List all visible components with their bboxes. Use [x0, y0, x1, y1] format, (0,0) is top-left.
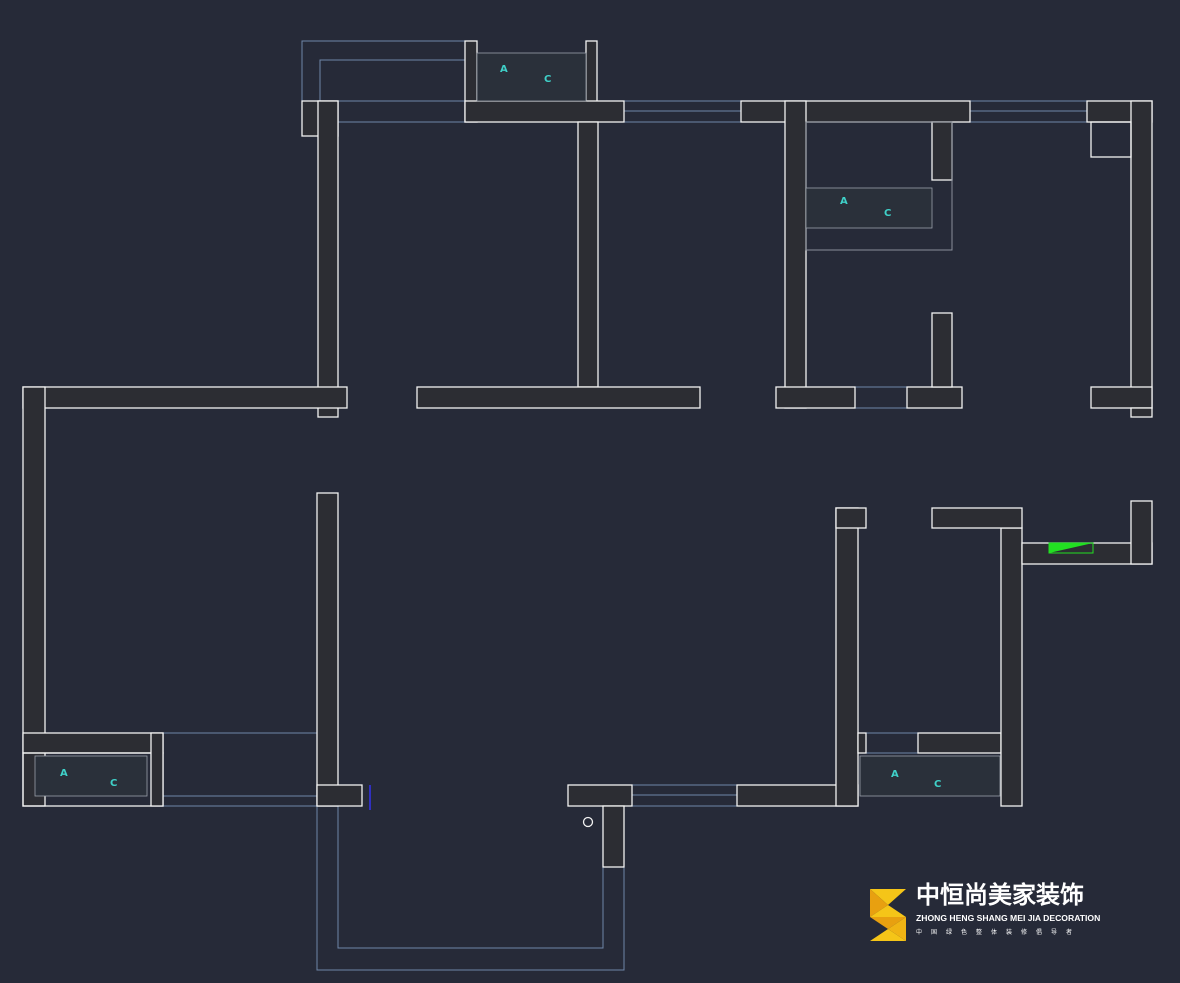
- ac-label-a: A: [500, 64, 508, 75]
- ac-unit: A C: [476, 52, 587, 102]
- ac-unit: A C: [859, 755, 1001, 797]
- ac-unit: A C: [805, 187, 933, 229]
- marker-green: [1049, 543, 1093, 553]
- ac-unit: A C: [34, 755, 148, 797]
- company-logo: 中恒尚美家装饰 ZHONG HENG SHANG MEI JIA DECORAT…: [868, 882, 1138, 948]
- walls: [22, 40, 1153, 868]
- ac-label-c: C: [544, 74, 551, 85]
- ac-label-a: A: [60, 768, 68, 779]
- ac-label-a: A: [891, 769, 899, 780]
- ac-label-c: C: [934, 779, 941, 790]
- drain-icon: [582, 816, 594, 828]
- ac-label-c: C: [110, 778, 117, 789]
- logo-name-en: ZHONG HENG SHANG MEI JIA DECORATION: [916, 913, 1101, 923]
- balcony-outline: [316, 806, 625, 971]
- ac-label-a: A: [840, 196, 848, 207]
- logo-slogan: 中国绿色整体装修倡导者: [916, 929, 1082, 936]
- logo-triangles-icon: [870, 889, 906, 941]
- logo-name-cn: 中恒尚美家装饰: [916, 881, 1084, 909]
- ac-label-c: C: [884, 208, 891, 219]
